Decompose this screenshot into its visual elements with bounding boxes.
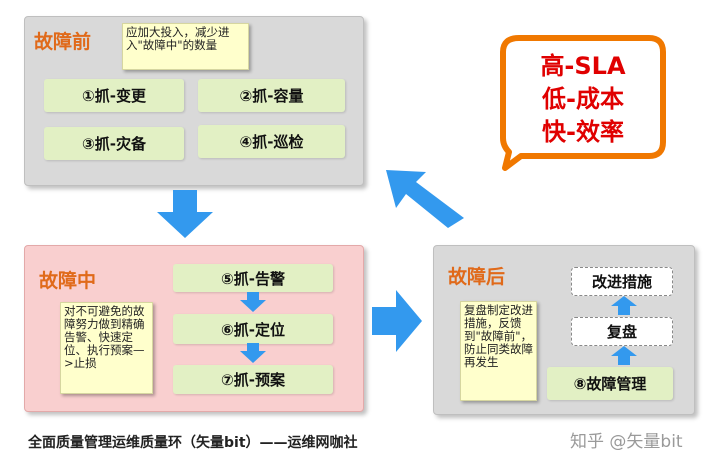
before-failure-panel: 故障前 应加大投入，减少进入"故障中"的数量 ①抓-变更 ②抓-容量 ③抓-灾备… bbox=[24, 16, 364, 186]
item-disaster-recovery: ③抓-灾备 bbox=[44, 127, 184, 160]
step-improvement: 改进措施 bbox=[571, 267, 673, 296]
after-failure-panel: 故障后 复盘制定改进措施，反馈到"故障前"，防止同类故障再发生 改进措施 复盘 … bbox=[433, 245, 695, 415]
down-arrow-icon bbox=[157, 190, 213, 238]
before-note: 应加大投入，减少进入"故障中"的数量 bbox=[122, 23, 249, 70]
middle-title: 故障中 bbox=[39, 270, 97, 292]
right-arrow-icon bbox=[372, 290, 422, 352]
down-arrow-icon bbox=[240, 292, 266, 312]
goal-bubble bbox=[500, 35, 666, 171]
step-review: 复盘 bbox=[571, 317, 673, 346]
up-arrow-icon bbox=[611, 346, 637, 365]
step-incident-management: ⑧故障管理 bbox=[547, 367, 673, 400]
item-inspection: ④抓-巡检 bbox=[198, 125, 345, 158]
goal-text: 高-SLA 低-成本 快-效率 bbox=[499, 50, 667, 149]
item-change: ①抓-变更 bbox=[44, 79, 184, 112]
after-note: 复盘制定改进措施，反馈到"故障前"，防止同类故障再发生 bbox=[460, 301, 537, 401]
goal-cost: 低-成本 bbox=[542, 85, 624, 113]
step-alert: ⑤抓-告警 bbox=[173, 264, 333, 292]
step-runbook: ⑦抓-预案 bbox=[173, 365, 333, 394]
goal-efficiency: 快-效率 bbox=[542, 118, 624, 146]
during-failure-panel: 故障中 对不可避免的故障努力做到精确告警、快速定位、执行预案—>止损 ⑤抓-告警… bbox=[24, 245, 364, 412]
item-capacity: ②抓-容量 bbox=[198, 79, 345, 112]
up-arrow-icon bbox=[611, 296, 637, 315]
diagram-caption: 全面质量管理运维质量环（矢量bit）——运维网咖社 bbox=[28, 435, 358, 451]
after-title: 故障后 bbox=[448, 266, 506, 288]
step-locate: ⑥抓-定位 bbox=[173, 314, 333, 344]
watermark: 知乎 @矢量bit bbox=[570, 432, 683, 452]
middle-note: 对不可避免的故障努力做到精确告警、快速定位、执行预案—>止损 bbox=[60, 302, 153, 394]
before-title: 故障前 bbox=[34, 31, 92, 53]
up-left-arrow-icon bbox=[386, 170, 464, 228]
goal-sla: 高-SLA bbox=[540, 52, 626, 80]
down-arrow-icon bbox=[240, 343, 266, 363]
